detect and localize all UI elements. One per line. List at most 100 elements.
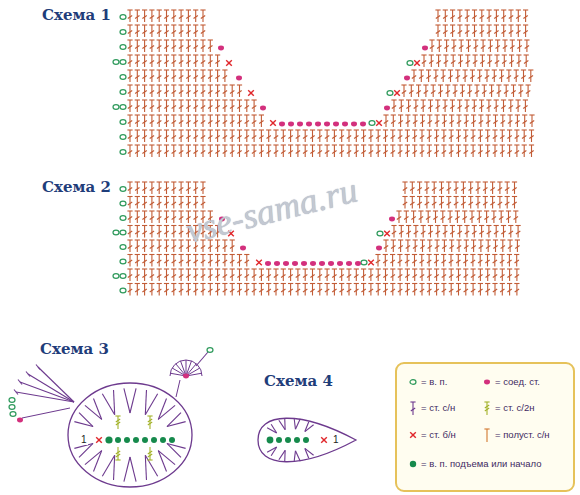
stitch-slash [458,16,462,19]
stitch-slash [179,121,183,124]
stitch-symbol [244,130,249,142]
stitch-bar [259,114,264,115]
stitch-stem [166,226,167,238]
slip-symbol [218,46,224,51]
stitch-bar [506,210,511,211]
stitch-symbol [200,55,205,67]
stitch-slash [164,246,168,249]
stitch-bar [507,129,512,130]
stitch-stem [503,25,504,37]
stitch-bar [244,129,249,130]
stitch-slash [479,106,483,109]
stitch-bar [399,225,404,226]
stitch-bar [494,24,499,25]
stitch-stem [378,145,379,157]
stitch-slash [157,61,161,64]
stitch-bar [512,196,517,197]
stitch-stem [426,197,427,209]
stitch-stem [232,115,233,127]
stitch-stem [129,10,130,22]
stitch-symbol [508,100,513,112]
stitch-bar [508,225,513,226]
stitch-slash [157,31,161,34]
stitch-symbol [522,115,527,127]
stitch-slash [476,202,480,205]
stitch-bar [508,99,513,100]
stitch-symbol [186,25,191,37]
stitch-stem [510,226,511,238]
stitch-symbol [127,182,132,194]
stitch-slash [469,188,473,191]
stitch-bar [215,99,220,100]
stitch-slash [398,121,402,124]
stitch-bar [376,144,381,145]
stitch-bar [501,9,506,10]
stitch-bar [516,54,521,55]
stitch-bar [179,9,184,10]
stitch-bar [480,54,485,55]
stitch-stem [493,211,494,223]
stitch-symbol [149,197,154,209]
stitch-stem [137,70,138,82]
stitch-stem [435,211,436,223]
stitch-slash [452,46,456,49]
stitch-stem [210,100,211,112]
stitch-symbol [164,40,169,52]
stitch-symbol [186,197,191,209]
stitch-symbol [402,182,407,194]
stitch-symbol [215,70,220,82]
stitch-bar [317,144,322,145]
stitch-slash [502,16,506,19]
stitch-stem [181,25,182,37]
chain-symbol [120,120,126,125]
stitch-stem [423,226,424,238]
stitch-slash [347,136,351,139]
stitch-symbol [157,25,162,37]
stitch-stem [173,10,174,22]
stitch-stem [129,197,130,209]
stitch-symbol [454,182,459,194]
stitch-slash [514,76,518,79]
stitch-slash [150,61,154,64]
stitch-bar [317,129,322,130]
stitch-slash [208,106,212,109]
stitch-bar [439,181,444,182]
stitch-symbol [157,226,162,238]
stitch-stem [477,182,478,194]
stitch-symbol [513,211,518,223]
stitch-slash [479,121,483,124]
stitch-bar [127,144,132,145]
stitch-bar [489,84,494,85]
stitch-symbol [426,211,431,223]
stitch-symbol [512,182,517,194]
stitch-slash [186,106,190,109]
stitch-bar [443,99,448,100]
stitch-symbol [466,40,471,52]
stitch-slash [409,91,413,94]
stitch-symbol [511,85,516,97]
stitch-stem [487,130,488,142]
stitch-bar [501,99,506,100]
stitch-slash [437,46,441,49]
stitch-stem [144,197,145,209]
stitch-symbol [508,10,513,22]
stitch-symbol [399,100,404,112]
stitch-bar [127,114,132,115]
stitch-slash [179,91,183,94]
stitch-slash [142,31,146,34]
stitch-slash [142,106,146,109]
stitch-slash [417,202,421,205]
stitch-stem [217,130,218,142]
stitch-symbol [502,40,507,52]
stitch-slash [347,151,351,154]
stitch-symbol [450,25,455,37]
stitch-symbol [368,145,373,157]
stitch-slash [274,136,278,139]
stitch-symbol [171,10,176,22]
stitch-slash [384,121,388,124]
stitch-slash [391,121,395,124]
stitch-stem [516,130,517,142]
stitch-slash [157,231,161,234]
stitch-stem [438,55,439,67]
stitch-slash [508,121,512,124]
